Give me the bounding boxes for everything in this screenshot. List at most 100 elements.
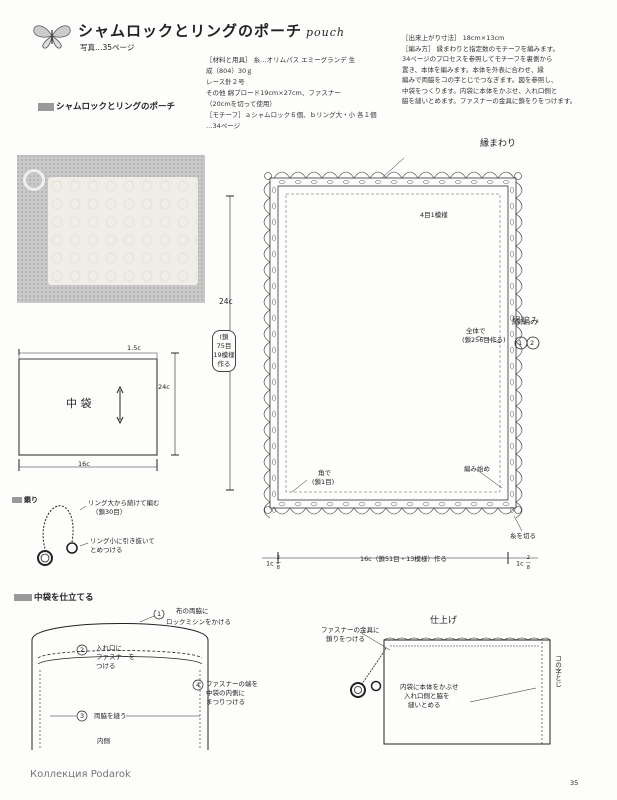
- edge-scallop: [515, 405, 523, 423]
- chain-stitch: [272, 458, 276, 466]
- chain-stitch: [358, 180, 366, 184]
- circle-1-label: 1: [518, 339, 523, 347]
- edge-scallop: [433, 171, 451, 179]
- chain-stitch: [272, 442, 276, 450]
- edge-scallop: [263, 437, 271, 455]
- inner-bag-label: 中 袋: [66, 397, 92, 410]
- whole-count-label: (鎖256目作る): [462, 336, 506, 344]
- edge-scallop: [263, 197, 271, 215]
- corner-picot: [514, 506, 522, 514]
- ring-chain-diagram: [37, 505, 89, 566]
- edge-scallop: [263, 373, 271, 391]
- instructions-line: ［出来上がり寸法］ 18cm×13cm: [402, 34, 505, 42]
- finish-side-label: コの字とじ: [553, 655, 562, 688]
- row-pattern-label: 4目1模様: [420, 211, 448, 219]
- edge-scallop: [515, 325, 523, 343]
- instructions-line: ［編み方］ 縁まわりと指定数のモチーフを編みます。: [402, 44, 560, 53]
- chain-stitch: [272, 426, 276, 434]
- chain-stitch: [272, 362, 276, 370]
- edge-scallop: [515, 469, 523, 487]
- corner-picot: [514, 172, 522, 180]
- finish-note-2c: 縫いとめる: [408, 701, 441, 709]
- edge-scallop: [263, 213, 271, 231]
- chain-stitch: [326, 502, 334, 506]
- edge-scallop: [289, 171, 307, 179]
- chain-stitch: [486, 502, 494, 506]
- chain-stitch: [510, 298, 514, 306]
- edge-scallop: [337, 507, 355, 515]
- height-detail-line: (鎖: [219, 333, 229, 341]
- ring-section-heading: 鎖り: [12, 495, 38, 505]
- chain-stitch: [510, 234, 514, 242]
- chain-stitch: [510, 346, 514, 354]
- edge-scallop: [263, 405, 271, 423]
- inner-bag-width: 16c: [78, 460, 90, 468]
- assembly-heading: 中袋を仕立てる: [14, 591, 94, 603]
- pouch-photo: [17, 155, 205, 303]
- instructions-line: 34ページのプロセスを参照してモチーフを裏側から: [402, 55, 553, 63]
- edge-scallop: [263, 293, 271, 311]
- chart-height-label: 24c: [219, 297, 233, 306]
- materials-line: ［材料と用具］ 糸…オリムパス エミーグランデ 生: [206, 56, 356, 64]
- chain-stitch: [390, 502, 398, 506]
- assembly-step-4b: 中袋の内側に: [206, 689, 245, 697]
- chain-stitch: [510, 282, 514, 290]
- inner-bag-top-margin: 1.5c: [127, 344, 141, 352]
- chain-stitch: [486, 180, 494, 184]
- chain-stitch: [510, 490, 514, 498]
- edge-scallop: [385, 507, 403, 515]
- cut-label: 糸を切る: [510, 532, 536, 540]
- edge-scallop: [263, 389, 271, 407]
- chain-stitch: [326, 180, 334, 184]
- chain-stitch: [272, 314, 276, 322]
- edge-scallop: [305, 171, 323, 179]
- ring-note-1b: （鎖30目）: [92, 508, 127, 516]
- footer-watermark: Коллекция Podarok: [30, 769, 131, 780]
- instructions-line: 置き、本体を編みます。本体を外表に合わせ、縁: [402, 65, 544, 74]
- butterfly-icon: [33, 25, 71, 49]
- whole-label: 全体で: [466, 327, 486, 335]
- assembly-step-4-number: 4: [196, 681, 201, 689]
- edge-scallop: [515, 197, 523, 215]
- ring-image: [23, 169, 45, 191]
- chain-stitch: [510, 218, 514, 226]
- edge-scallop: [515, 501, 523, 519]
- chain-stitch: [278, 180, 286, 184]
- edge-scallop: [497, 507, 515, 515]
- edge-scallop: [305, 507, 323, 515]
- chain-stitch: [272, 266, 276, 274]
- bottom-width-label: 16c（鎖51目・13模様）作る: [360, 555, 447, 563]
- edge-scallop: [263, 245, 271, 263]
- start-label: 編み始め: [464, 465, 490, 473]
- finish-note-1: ファスナーの金具に: [321, 626, 380, 634]
- chain-stitch: [470, 180, 478, 184]
- edge-scallop: [515, 245, 523, 263]
- corner-count-label: (鎖1目): [312, 478, 335, 486]
- inner-bag-diagram: [18, 349, 179, 471]
- chain-stitch: [272, 330, 276, 338]
- edge-scallop: [273, 171, 291, 179]
- chain-stitch: [272, 250, 276, 258]
- chain-stitch: [510, 250, 514, 258]
- finish-note-2b: 入れ口側と脇を: [404, 692, 450, 700]
- corner-picot: [264, 172, 272, 180]
- materials-line: …34ページ: [206, 122, 241, 130]
- assembly-step-4c: まつりつける: [206, 698, 246, 706]
- chain-stitch: [342, 180, 350, 184]
- edge-scallop: [465, 171, 483, 179]
- edge-scallop: [481, 507, 499, 515]
- assembly-step-2b: ファスナーを: [96, 653, 135, 661]
- chain-stitch: [510, 186, 514, 194]
- chain-stitch: [422, 180, 430, 184]
- edge-scallop: [515, 229, 523, 247]
- edge-scallop: [449, 171, 467, 179]
- section-heading-pattern: シャムロックとリングのポーチ: [38, 100, 175, 112]
- edge-scallop: [515, 453, 523, 471]
- chain-stitch: [510, 410, 514, 418]
- chain-stitch: [272, 186, 276, 194]
- chain-stitch: [510, 394, 514, 402]
- chain-stitch: [272, 202, 276, 210]
- edge-scallop: [263, 325, 271, 343]
- assembly-step-3-number: 3: [80, 712, 85, 720]
